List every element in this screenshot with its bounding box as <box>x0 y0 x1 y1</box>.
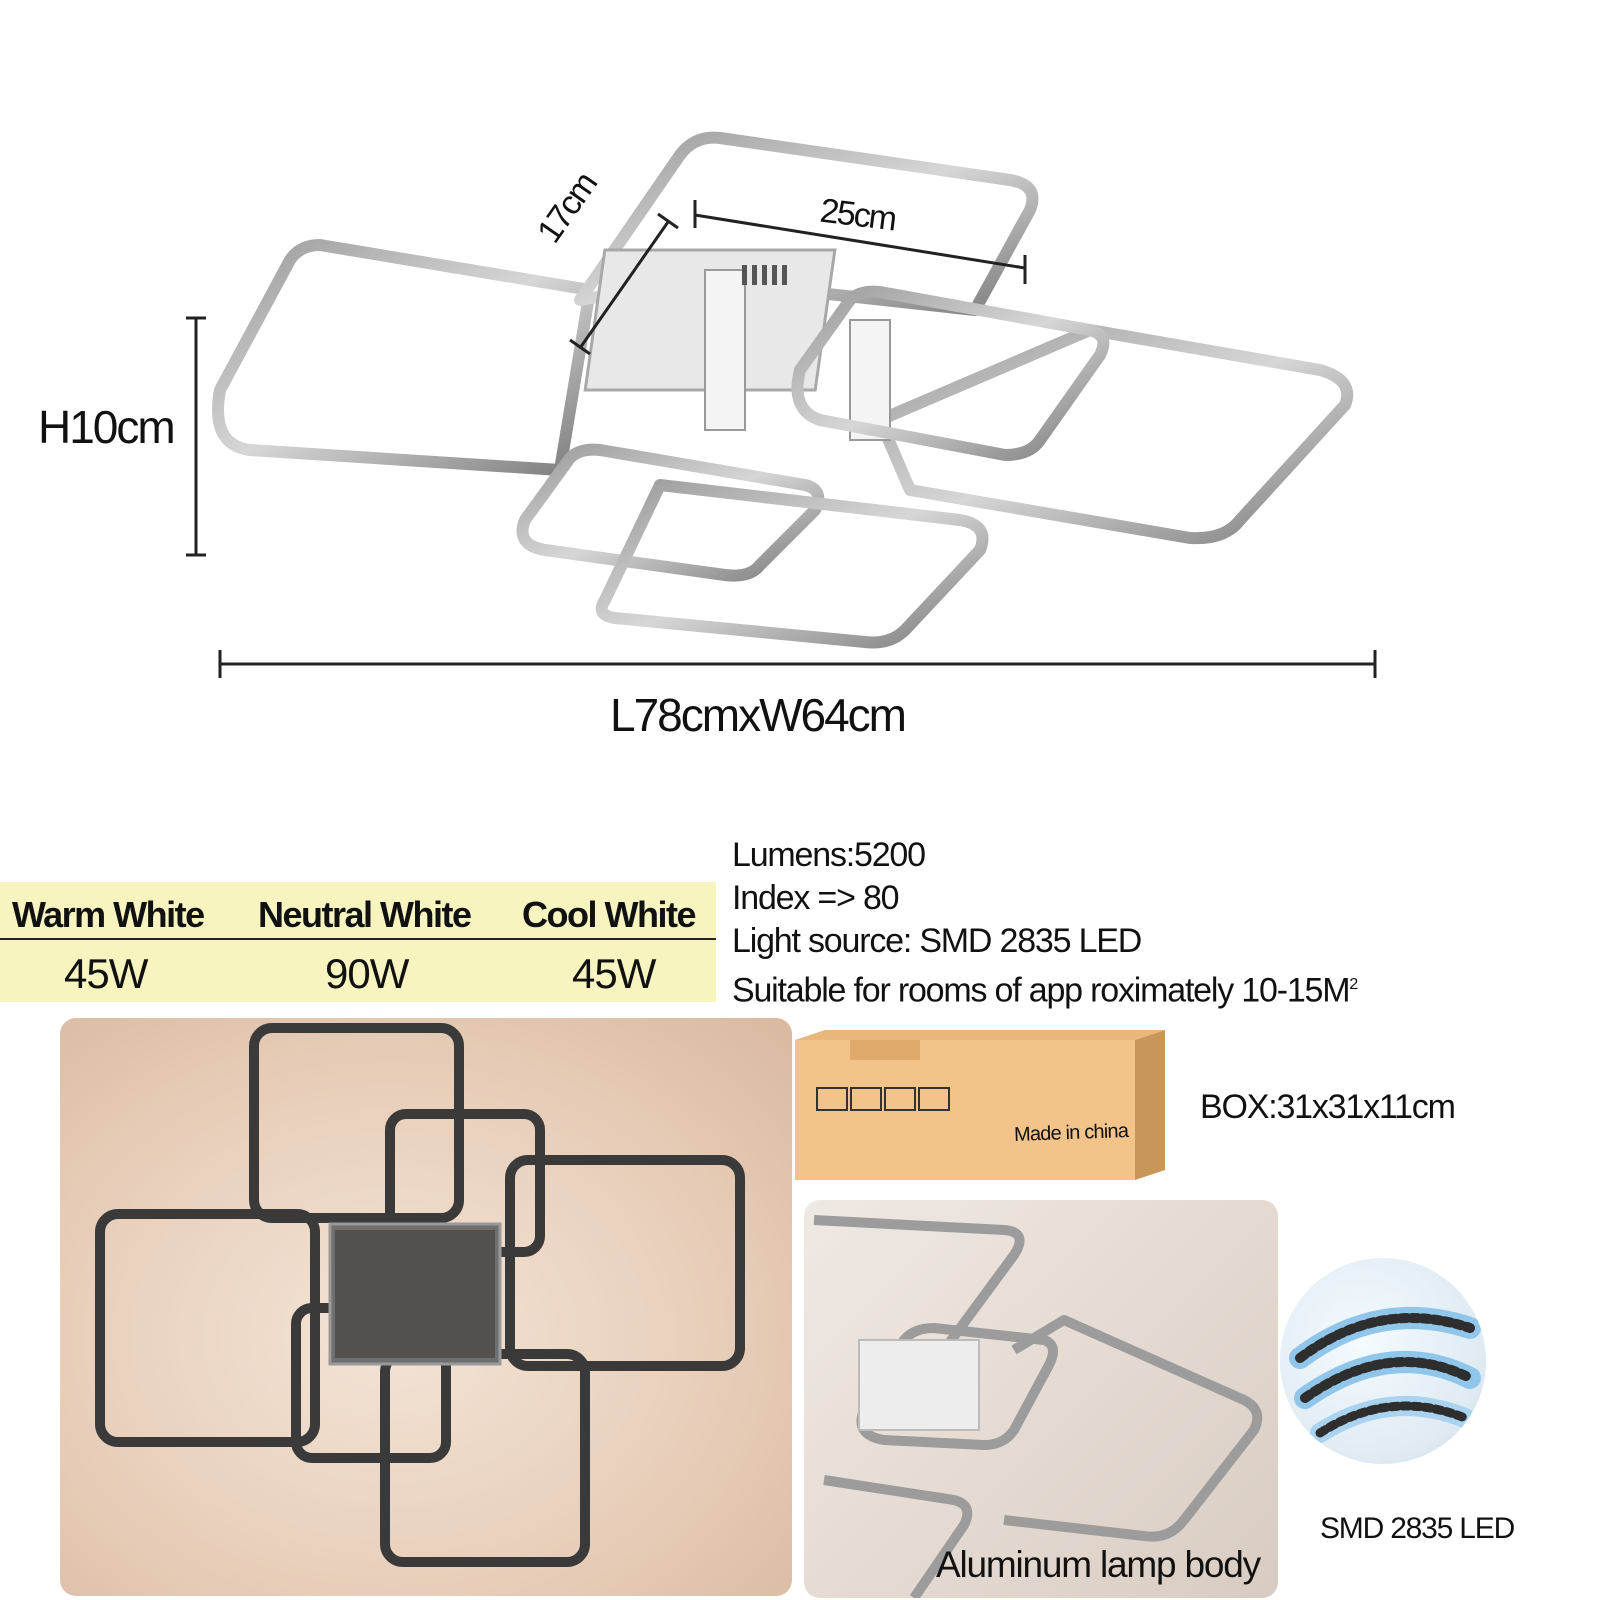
frame-bottom <box>595 479 989 649</box>
power-table: Warm White Neutral White Cool White 45W … <box>0 882 716 1002</box>
length-dimension-line <box>218 650 1377 678</box>
frame-right <box>874 324 1354 545</box>
frame-left <box>212 239 596 476</box>
installed-lamp-drawing <box>95 1023 745 1567</box>
cool-white-header: Cool White <box>522 894 696 935</box>
warm-white-header: Warm White <box>12 894 205 935</box>
width-25-dimension-line <box>693 200 1027 284</box>
spec-light-source: Light source: SMD 2835 LED <box>732 922 1142 960</box>
box-size-label: BOX:31x31x11cm <box>1200 1088 1456 1126</box>
neutral-white-header: Neutral White <box>258 894 472 935</box>
height-label: H10cm <box>38 401 176 453</box>
led-strip-drawing <box>1289 1307 1481 1443</box>
installed-lamp-photo <box>60 1018 792 1596</box>
spec-list: Lumens:5200 Index => 80 Light source: SM… <box>732 834 1358 1012</box>
frame-small-left <box>516 443 825 582</box>
cool-white-watts: 45W <box>572 950 656 997</box>
neutral-white-watts: 90W <box>325 950 409 997</box>
table-divider <box>0 938 716 940</box>
box-printed-text: Made in china <box>1013 1120 1129 1146</box>
frame-small-right <box>791 285 1110 461</box>
spec-lumens: Lumens:5200 <box>732 836 926 874</box>
lamp-diagram <box>186 131 1377 678</box>
spec-index: Index => 80 <box>732 879 900 917</box>
depth-17-dimension-line <box>569 212 679 356</box>
center-mount <box>583 248 891 441</box>
warm-white-watts: 45W <box>64 950 148 997</box>
spec-rooms: Suitable for rooms of app roximately 10-… <box>732 971 1358 1010</box>
lamp-body-drawing <box>813 1215 1263 1598</box>
shipping-box-icon <box>795 1030 1165 1180</box>
total-size-label: L78cmxW64cm <box>610 689 907 741</box>
smd-led-caption: SMD 2835 LED <box>1320 1512 1515 1545</box>
aluminum-body-caption: Aluminum lamp body <box>936 1544 1261 1585</box>
lamp-body-photo <box>804 1200 1278 1598</box>
height-dimension-line <box>186 316 206 557</box>
led-strip-photo <box>1280 1258 1486 1464</box>
